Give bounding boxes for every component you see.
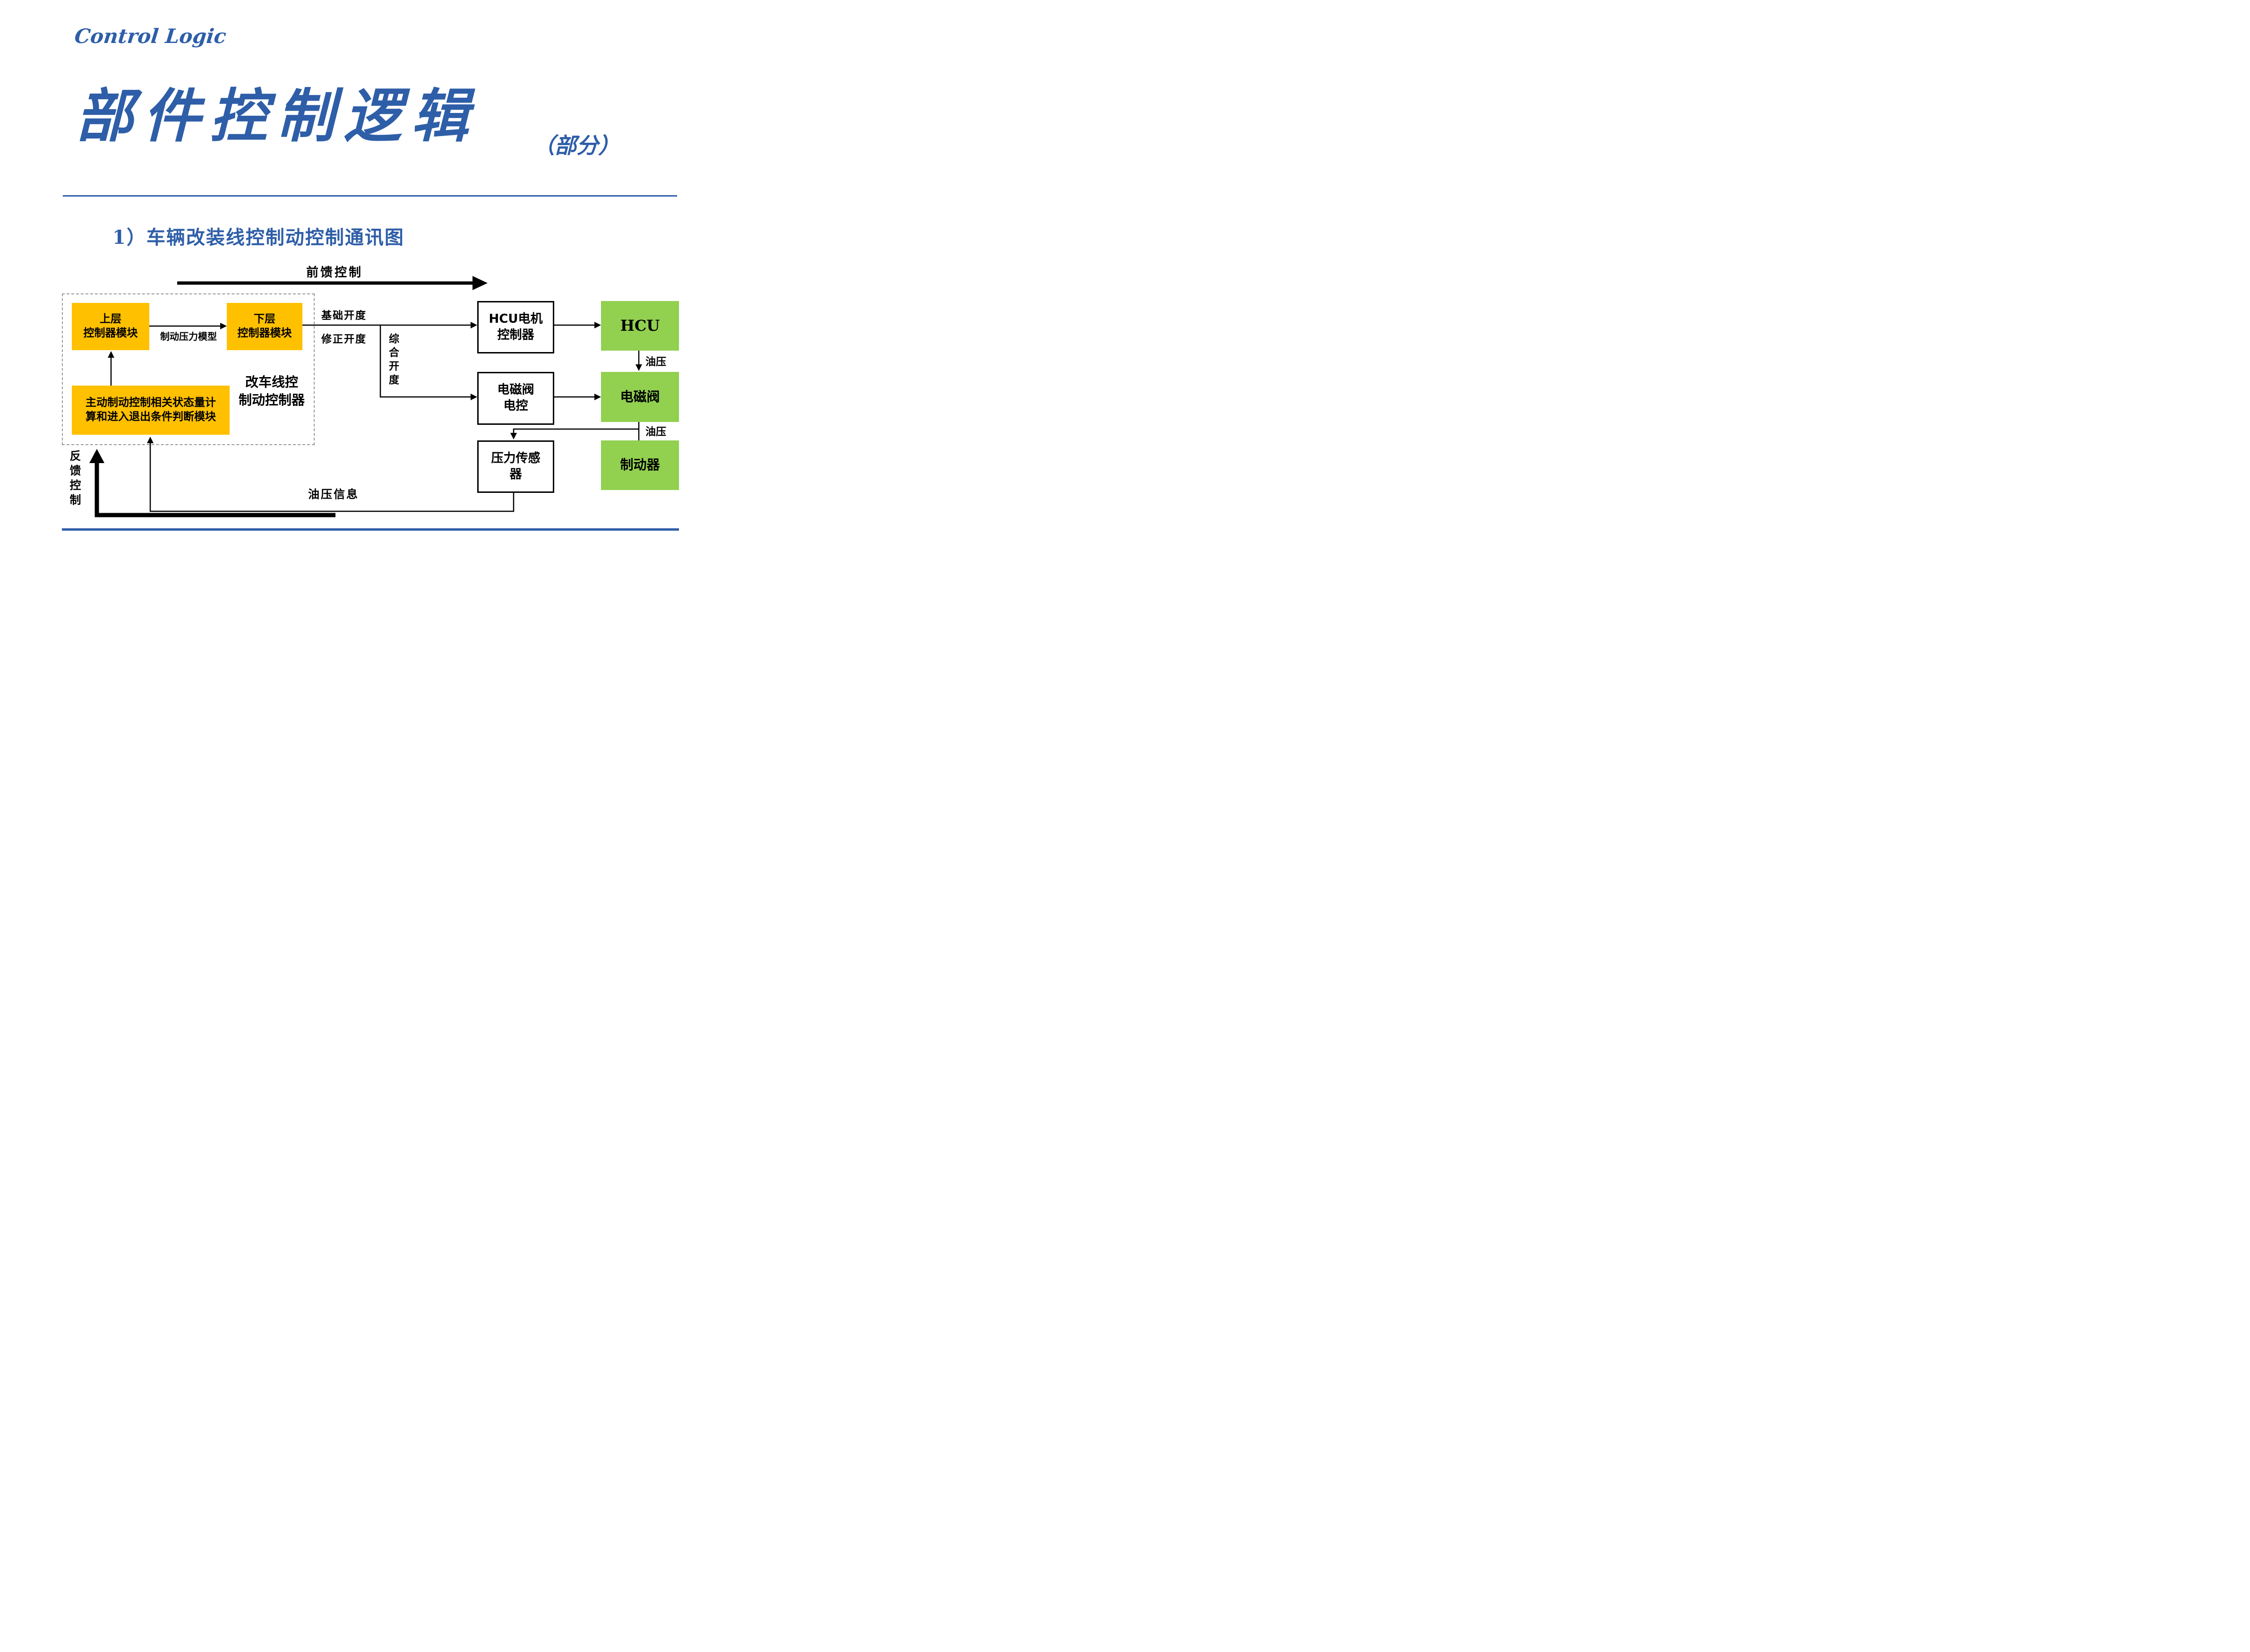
combined-opening-label: 综合开度	[387, 333, 399, 388]
brake-box: 制动器	[601, 440, 679, 490]
arrow-ecu-to-solenoid	[551, 394, 601, 400]
arrow-hcu-to-solenoid	[635, 351, 642, 371]
hcu-motor-controller-box: HCU电机 控制器	[477, 301, 554, 353]
wire-brake-controller-label: 改车线控 制动控制器	[238, 374, 305, 408]
eyebrow-title: Control Logic	[73, 25, 228, 48]
section-heading: 1）车辆改装线控制动控制通讯图	[112, 226, 404, 249]
arrow-hcu-controller-to-hcu	[551, 322, 601, 328]
feedback-label: 反馈控制	[68, 450, 81, 508]
header-divider	[63, 195, 677, 197]
feedforward-label: 前馈控制	[306, 266, 363, 280]
solenoid-valve-box: 电磁阀	[601, 372, 679, 422]
page-title-suffix: （部分）	[533, 133, 620, 158]
lower-controller-module-box: 下层 控制器模块	[227, 303, 302, 350]
solenoid-ecu-box: 电磁阀 电控	[477, 372, 554, 425]
arrow-lower-to-hcu-controller	[302, 322, 477, 328]
oil-pressure-info-label: 油压信息	[308, 487, 359, 501]
upper-controller-module-box: 上层 控制器模块	[72, 303, 149, 350]
active-brake-state-module-box: 主动制动控制相关状态量计 算和进入退出条件判断模块	[72, 386, 230, 435]
oil-pressure-label-top: 油压	[645, 356, 667, 368]
slide: Control Logic 部件控制逻辑 （部分） 1）车辆改装线控制动控制通讯…	[0, 0, 728, 534]
base-opening-label: 基础开度	[321, 310, 367, 322]
arrow-to-pressure-sensor	[510, 428, 639, 439]
oil-pressure-label-bottom: 油压	[645, 426, 667, 438]
page-title: 部件控制逻辑	[76, 82, 478, 150]
brake-pressure-model-label: 制动压力模型	[160, 331, 217, 342]
corrected-opening-label: 修正开度	[321, 333, 367, 345]
footer-accent-line	[62, 528, 679, 531]
feedback-arrow	[89, 449, 335, 517]
wire-brake-controller-frame	[62, 293, 315, 445]
pressure-sensor-box: 压力传感 器	[477, 440, 554, 493]
hcu-box: HCU	[601, 301, 679, 351]
